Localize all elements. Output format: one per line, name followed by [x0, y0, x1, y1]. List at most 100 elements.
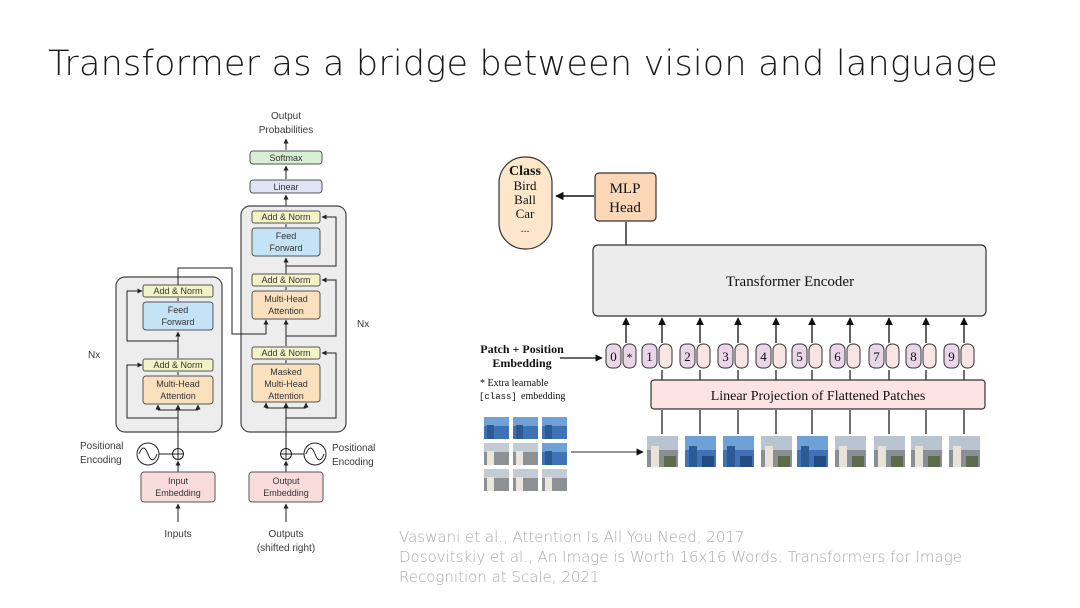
patch-ground-5	[814, 456, 826, 467]
patch-embedding-2	[696, 343, 711, 369]
position-index-9: 9	[948, 349, 955, 364]
decoder-positional-label-2: Encoding	[332, 457, 374, 468]
input-embedding-box	[140, 471, 216, 503]
encoder-positional-label-2: Encoding	[80, 455, 122, 466]
position-embedding-1	[641, 343, 658, 369]
decoder-cross-attention	[251, 290, 321, 320]
decoder-add-norm-top-label: Add & Norm	[261, 212, 310, 222]
patch-embedding-4	[772, 343, 787, 369]
patch-ground-4	[778, 456, 790, 467]
class-output-box	[498, 156, 553, 250]
patch-embedding-8	[922, 343, 937, 369]
transformer-encoder-box	[592, 244, 987, 317]
decoder-nx-label: Nx	[357, 319, 369, 330]
slide-title: Transformer as a bridge between vision a…	[48, 44, 999, 84]
linear-box	[249, 179, 323, 194]
position-index-7: 7	[873, 349, 880, 364]
grid-patch-detail-1	[516, 425, 523, 439]
extra-learnable-embedding: embedding	[521, 391, 565, 402]
patch-position-label-1: Patch + Position	[480, 342, 564, 356]
patch-ground-1	[664, 456, 676, 467]
encoder-attention-label-2: Attention	[160, 391, 196, 401]
mlp-head-label-2: Head	[609, 200, 641, 216]
softmax-label: Softmax	[269, 153, 303, 163]
encoder-add-norm-bottom-label: Add & Norm	[153, 360, 202, 370]
citation-dosovitskiy-2: Recognition at Scale, 2021	[399, 568, 600, 586]
extra-learnable-class: [class]	[479, 392, 517, 402]
mlp-head-box	[594, 172, 657, 222]
encoder-block	[115, 276, 223, 433]
position-embedding-2	[679, 343, 696, 369]
patch-detail-6	[839, 446, 847, 467]
flattened-patches-row	[647, 410, 980, 467]
grid-patch-sky-8	[542, 469, 567, 478]
position-embedding-7	[868, 343, 885, 369]
patch-ground-8	[928, 456, 940, 467]
input-embedding-label-2: Embedding	[155, 488, 201, 498]
position-index-0: 0	[610, 349, 617, 364]
patch-ground-7	[891, 456, 903, 467]
input-embedding-label-1: Input	[168, 476, 189, 486]
decoder-add-norm-bottom	[251, 346, 321, 360]
encoder-positional-label-1: Positional	[80, 441, 123, 452]
mlp-head-label-1: MLP	[610, 181, 641, 197]
decoder-add-norm-bottom-label: Add & Norm	[261, 348, 310, 358]
patch-ground-2	[702, 456, 714, 467]
decoder-feed-forward-label-1: Feed	[276, 231, 297, 241]
class-token-embedding	[622, 343, 637, 369]
class-item-more: ...	[521, 221, 530, 235]
patch-embedding-7	[885, 343, 900, 369]
grid-patch-sky-6	[484, 469, 509, 478]
grid-patch-sky-1	[513, 417, 538, 426]
softmax-box	[249, 150, 323, 165]
encoder-feed-forward-label-1: Feed	[168, 305, 189, 315]
encoder-add-norm-top-label: Add & Norm	[153, 286, 202, 296]
citation-vaswani: Vaswani et al., Attention Is All You Nee…	[399, 528, 745, 546]
grid-patch-detail-4	[516, 451, 523, 465]
decoder-masked-attention-label-1: Masked	[270, 367, 302, 377]
output-probabilities-label-1: Output	[271, 111, 301, 122]
grid-patch-detail-5	[545, 451, 552, 465]
inputs-label: Inputs	[164, 529, 191, 540]
encoder-add-norm-bottom	[142, 358, 214, 372]
patch-embedding-1	[658, 343, 673, 369]
patch-detail-3	[727, 446, 735, 467]
patch-detail-9	[953, 446, 961, 467]
patch-ground-6	[852, 456, 864, 467]
position-index-8: 8	[910, 349, 917, 364]
decoder-add-norm-middle	[251, 273, 321, 287]
position-embedding-4	[755, 343, 772, 369]
patch-detail-8	[915, 446, 923, 467]
position-index-6: 6	[834, 349, 841, 364]
linear-projection-label: Linear Projection of Flattened Patches	[711, 389, 926, 404]
output-embedding-label-2: Embedding	[263, 488, 309, 498]
patch-embedding-5	[808, 343, 823, 369]
grid-patch-detail-2	[545, 425, 552, 439]
grid-patch-detail-0	[487, 425, 494, 439]
output-embedding-label-1: Output	[272, 476, 300, 486]
patch-ground-9	[966, 456, 978, 467]
decoder-cross-attention-label-2: Attention	[268, 306, 304, 316]
patch-embedding-9	[960, 343, 975, 369]
position-index-2: 2	[684, 349, 691, 364]
position-index-1: 1	[646, 349, 653, 364]
linear-label: Linear	[273, 182, 298, 192]
transformer-architecture: Output Probabilities Softmax Linear Add …	[80, 111, 375, 554]
shifted-right-label: (shifted right)	[257, 543, 315, 554]
vit-architecture: Class Bird Ball Car ... MLP Head Transfo…	[479, 156, 987, 491]
position-embedding-3	[717, 343, 734, 369]
patch-detail-5	[801, 446, 809, 467]
decoder-feed-forward	[251, 227, 321, 257]
grid-patch-detail-7	[516, 477, 523, 491]
position-embedding-9	[943, 343, 960, 369]
position-embedding-8	[905, 343, 922, 369]
class-item-car: Car	[516, 206, 535, 221]
patch-detail-2	[689, 446, 697, 467]
position-index-5: 5	[796, 349, 803, 364]
class-item-bird: Bird	[513, 178, 537, 193]
encoder-feed-forward-label-2: Forward	[161, 317, 194, 327]
patch-detail-7	[878, 446, 886, 467]
image-patch-grid	[484, 417, 567, 491]
